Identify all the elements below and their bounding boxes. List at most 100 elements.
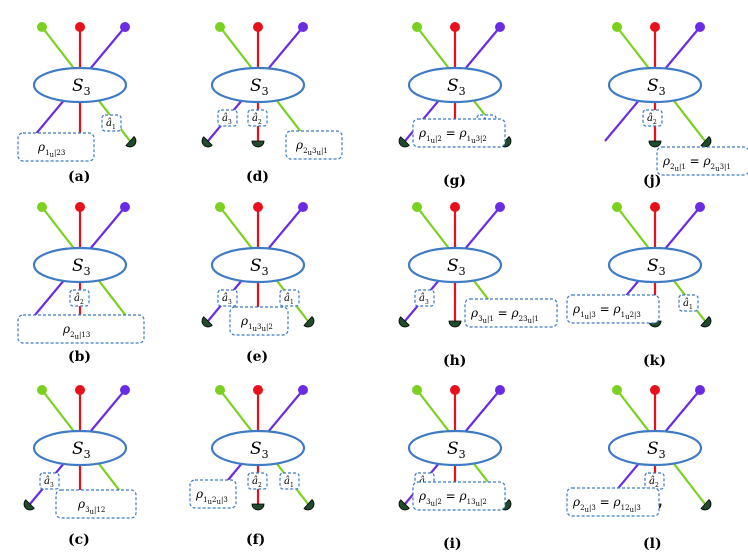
rho-expression: ρ3u|1 = ρ23u|1 — [470, 306, 539, 325]
red-source-dot — [650, 385, 660, 395]
purple-source-dot — [495, 385, 505, 395]
panel-label-c: (c) — [68, 532, 90, 548]
rho-expression: ρ1u|23 — [37, 140, 65, 159]
green-source-dot — [412, 22, 422, 32]
green-detector-icon — [700, 498, 712, 511]
s3-ellipse — [210, 66, 306, 104]
purple-source-dot — [695, 22, 705, 32]
green-detector-icon — [700, 315, 712, 328]
red-source-dot — [75, 202, 85, 212]
rho-expression: ρ2u|1 = ρ2u3|1 — [662, 154, 731, 173]
s3-ellipse — [607, 246, 703, 284]
a-hat-3-operator: â3 — [44, 476, 54, 489]
purple-source-dot — [495, 22, 505, 32]
a-hat-2-box — [644, 472, 665, 490]
green-source-dot — [412, 202, 422, 212]
a-hat-2-box — [642, 109, 663, 127]
green-detector-icon — [303, 315, 315, 328]
purple-source-dot — [298, 202, 308, 212]
red-source-dot — [253, 385, 263, 395]
red-source-dot — [253, 202, 263, 212]
green-source-dot — [612, 22, 622, 32]
s3-ellipse — [32, 429, 128, 467]
red-source-dot — [650, 202, 660, 212]
rho-expression: ρ1u2u|3 — [195, 487, 228, 506]
red-detector-icon — [648, 140, 662, 148]
a-hat-1-box — [279, 472, 300, 490]
green-source-dot — [37, 385, 47, 395]
a-hat-3-box — [217, 289, 238, 307]
rho-expression: ρ3u|2 = ρ13u|2 — [418, 489, 487, 508]
a-hat-1-operator: â1 — [106, 118, 116, 131]
panel-label-h: (h) — [443, 353, 466, 369]
green-source-dot — [215, 22, 225, 32]
s3-ellipse — [210, 246, 306, 284]
panel-label-k: (k) — [643, 353, 666, 369]
red-source-dot — [75, 22, 85, 32]
a-hat-2-operator: â2 — [647, 113, 657, 126]
green-source-dot — [412, 385, 422, 395]
purple-source-dot — [120, 202, 130, 212]
panel-label-b: (b) — [68, 349, 91, 365]
s3-ellipse — [407, 246, 503, 284]
a-hat-1-operator: â1 — [284, 476, 294, 489]
a-hat-1-box — [678, 294, 699, 312]
rho-expression: ρ2u|13 — [62, 322, 90, 341]
a-hat-3-operator: â3 — [222, 113, 232, 126]
s3-ellipse — [407, 429, 503, 467]
green-detector-icon — [125, 135, 137, 148]
a-hat-2-operator: â2 — [252, 476, 262, 489]
a-hat-2-operator: â2 — [74, 293, 84, 306]
rho-expression: ρ1u3u|2 — [240, 314, 273, 333]
red-detector-icon — [448, 320, 462, 328]
purple-detector-icon — [23, 499, 35, 511]
a-hat-1-box — [279, 289, 300, 307]
green-source-dot — [215, 385, 225, 395]
a-hat-2-operator: â2 — [649, 476, 659, 489]
red-detector-icon — [251, 140, 265, 148]
purple-source-dot — [695, 202, 705, 212]
rho-expression: ρ2u|3 = ρ12u|3 — [572, 495, 641, 514]
rho-box — [229, 306, 289, 336]
purple-source-dot — [695, 385, 705, 395]
rho-box — [189, 479, 237, 509]
panel-label-e: (e) — [246, 349, 268, 365]
green-detector-icon — [303, 498, 315, 511]
panel-label-g: (g) — [443, 173, 466, 189]
rho-box — [412, 481, 506, 511]
red-source-dot — [75, 385, 85, 395]
red-source-dot — [253, 22, 263, 32]
rho-expression: ρ2u3u|1 — [295, 138, 328, 157]
a-hat-1-operator: â1 — [683, 298, 693, 311]
purple-source-dot — [298, 385, 308, 395]
s3-ellipse — [607, 66, 703, 104]
a-hat-1-box — [101, 114, 122, 132]
rho-box — [656, 146, 748, 176]
green-source-dot — [612, 385, 622, 395]
a-hat-2-box — [247, 109, 268, 127]
rho-box — [566, 294, 660, 324]
purple-source-dot — [120, 22, 130, 32]
panel-label-l: (l) — [643, 536, 662, 552]
a-hat-3-box — [414, 289, 435, 307]
purple-detector-icon — [398, 316, 410, 328]
purple-detector-icon — [398, 499, 410, 511]
s3-ellipse — [210, 429, 306, 467]
rho-box — [285, 130, 343, 160]
purple-source-dot — [298, 22, 308, 32]
a-hat-3-box — [39, 472, 60, 490]
s3-ellipse — [32, 246, 128, 284]
purple-source-dot — [495, 202, 505, 212]
s3-ellipse — [32, 66, 128, 104]
green-source-dot — [612, 202, 622, 212]
a-hat-2-box — [69, 289, 90, 307]
green-source-dot — [37, 22, 47, 32]
